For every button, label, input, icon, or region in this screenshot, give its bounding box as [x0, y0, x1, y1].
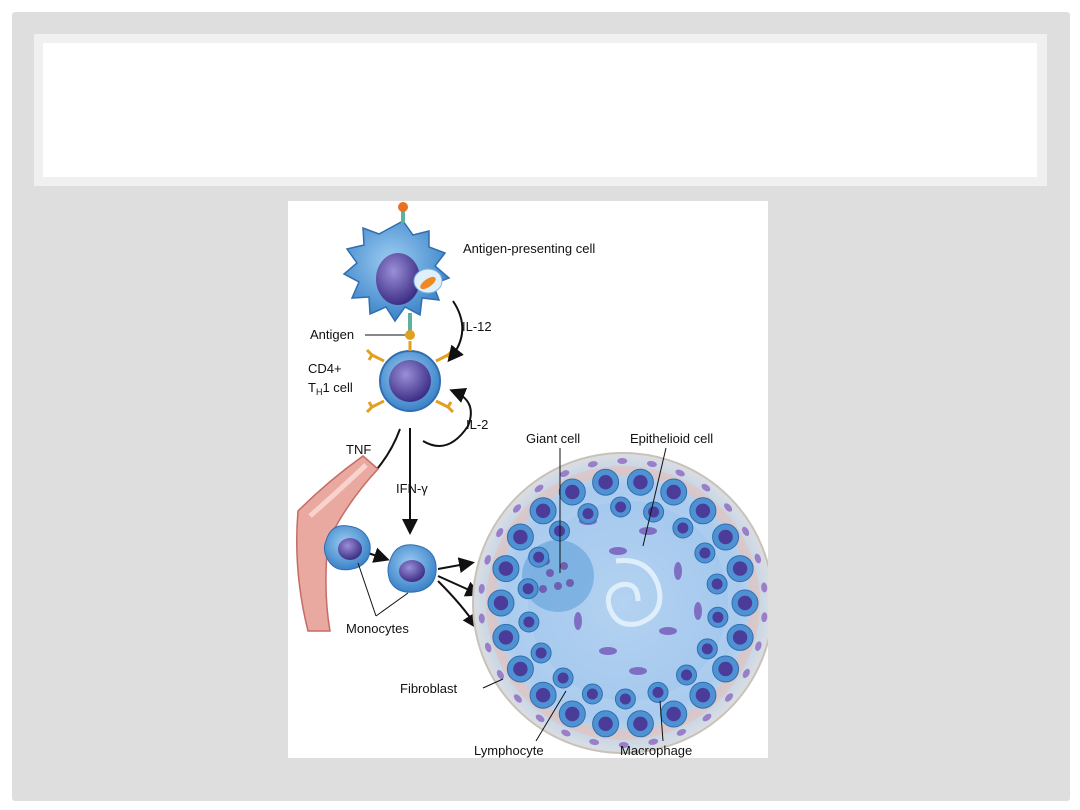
granuloma [472, 452, 768, 754]
granuloma-cell-nucleus [523, 616, 535, 628]
granuloma-cell-nucleus [615, 501, 627, 513]
fibroblast-nucleus [701, 483, 711, 492]
granuloma-cell-nucleus [652, 686, 664, 698]
monocytes-label: Monocytes [346, 621, 409, 636]
fibroblast-nucleus [724, 693, 734, 702]
monocyte-1 [323, 525, 371, 571]
fibroblast-nucleus [702, 713, 712, 722]
epithelioid-cell-label: Epithelioid cell [630, 431, 713, 446]
fibroblast-nucleus [478, 613, 485, 624]
lymphocyte-label: Lymphocyte [474, 743, 544, 758]
granuloma-cell-nucleus [598, 475, 613, 490]
fibroblast-nucleus [484, 554, 491, 565]
fibroblast-nucleus [761, 612, 768, 623]
granuloma-cell-nucleus [533, 551, 545, 563]
fibroblast-nucleus [724, 503, 733, 512]
granuloma-cell-nucleus [737, 595, 753, 611]
fibroblast-nucleus [618, 742, 629, 748]
granuloma-cell-nucleus [586, 688, 598, 700]
th1-sub: H [316, 387, 323, 397]
fibroblast-nucleus [513, 694, 522, 703]
granuloma-cell-nucleus [718, 529, 733, 545]
fibroblast-nucleus [675, 469, 685, 477]
granuloma-cell-nucleus [699, 547, 711, 559]
granuloma-cell-nucleus [633, 475, 648, 490]
fibroblast-nucleus [496, 528, 504, 538]
granuloma-cell-nucleus [677, 522, 689, 534]
cd4-th1-cell [365, 341, 455, 414]
fibroblast-nucleus [534, 484, 544, 493]
granuloma-cell-nucleus [522, 583, 534, 595]
granuloma-cell-nucleus [582, 508, 594, 520]
fibroblast-nucleus [559, 470, 570, 478]
fibroblast-nucleus [587, 461, 598, 468]
fibroblast-nucleus [512, 504, 522, 513]
granuloma-cell-nucleus [695, 503, 711, 518]
fibroblast-nucleus [646, 460, 657, 468]
granuloma-cell-nucleus [565, 484, 580, 500]
granuloma-cell-nucleus [598, 716, 613, 731]
fibroblast-nucleus [741, 526, 750, 536]
granuloma-cell-nucleus [732, 630, 748, 645]
fibroblast-nucleus [484, 642, 492, 653]
th1-rest: 1 cell [322, 380, 352, 395]
granuloma-diagram: Antigen-presenting cell IL-12 Antigen CD… [288, 201, 768, 758]
granuloma-cell-nucleus [701, 643, 713, 655]
fibroblast-nucleus [535, 714, 545, 723]
granuloma-cell-nucleus [619, 693, 631, 705]
granuloma-cell-nucleus [666, 706, 681, 722]
giant-cell-label: Giant cell [526, 431, 580, 446]
fibroblast-nucleus [676, 728, 687, 736]
fibroblast-nucleus [478, 583, 485, 594]
granuloma-cell-nucleus [732, 561, 748, 576]
granuloma-cell-nucleus [513, 661, 528, 677]
cd4-label: CD4+ [308, 361, 342, 376]
fibroblast-nucleus [561, 729, 571, 737]
ifn-gamma-label: IFN-γ [396, 481, 428, 496]
tnf-label: TNF [346, 442, 371, 457]
fibroblast-nucleus [755, 641, 762, 652]
granuloma-cell-nucleus [712, 611, 724, 623]
granuloma-cell-nucleus [565, 706, 580, 722]
th1-label: TH1 cell [308, 380, 353, 397]
monocyte-2 [387, 544, 437, 593]
title-placeholder [43, 43, 1037, 177]
granuloma-cell-nucleus [666, 484, 681, 500]
granuloma-cell-nucleus [535, 647, 547, 659]
fibroblast-nucleus [754, 553, 762, 564]
granuloma-cell-nucleus [513, 529, 528, 545]
apc-label: Antigen-presenting cell [463, 241, 595, 256]
fibroblast-nucleus [496, 670, 505, 680]
macrophage-label: Macrophage [620, 743, 692, 758]
antigen-presenting-cell [342, 202, 451, 331]
granuloma-cell-nucleus [498, 561, 514, 576]
fibroblast-nucleus [648, 738, 659, 745]
fibroblast-label: Fibroblast [400, 681, 457, 696]
granuloma-cell-nucleus [681, 669, 692, 681]
granuloma-cell-nucleus [695, 688, 711, 703]
diagram-svg: Antigen-presenting cell IL-12 Antigen CD… [296, 202, 768, 758]
granuloma-cell-nucleus [493, 595, 509, 611]
fibroblast-nucleus [617, 458, 628, 464]
il2-label: IL-2 [466, 417, 488, 432]
granuloma-cell-nucleus [711, 578, 723, 590]
antigen-label: Antigen [310, 327, 354, 342]
fibroblast-nucleus [589, 738, 600, 746]
fibroblast-nucleus [761, 582, 768, 593]
granuloma-cell-nucleus [648, 506, 660, 518]
granuloma-cell-nucleus [535, 688, 551, 703]
granuloma-cell-nucleus [718, 661, 733, 677]
granuloma-cell-nucleus [498, 630, 514, 645]
fibroblast-nucleus [742, 668, 750, 678]
granuloma-cell-nucleus [557, 672, 569, 684]
il12-label: IL-12 [462, 319, 492, 334]
th1-t: T [308, 380, 316, 395]
granuloma-cell-nucleus [633, 716, 648, 731]
granuloma-cell-nucleus [535, 503, 551, 518]
